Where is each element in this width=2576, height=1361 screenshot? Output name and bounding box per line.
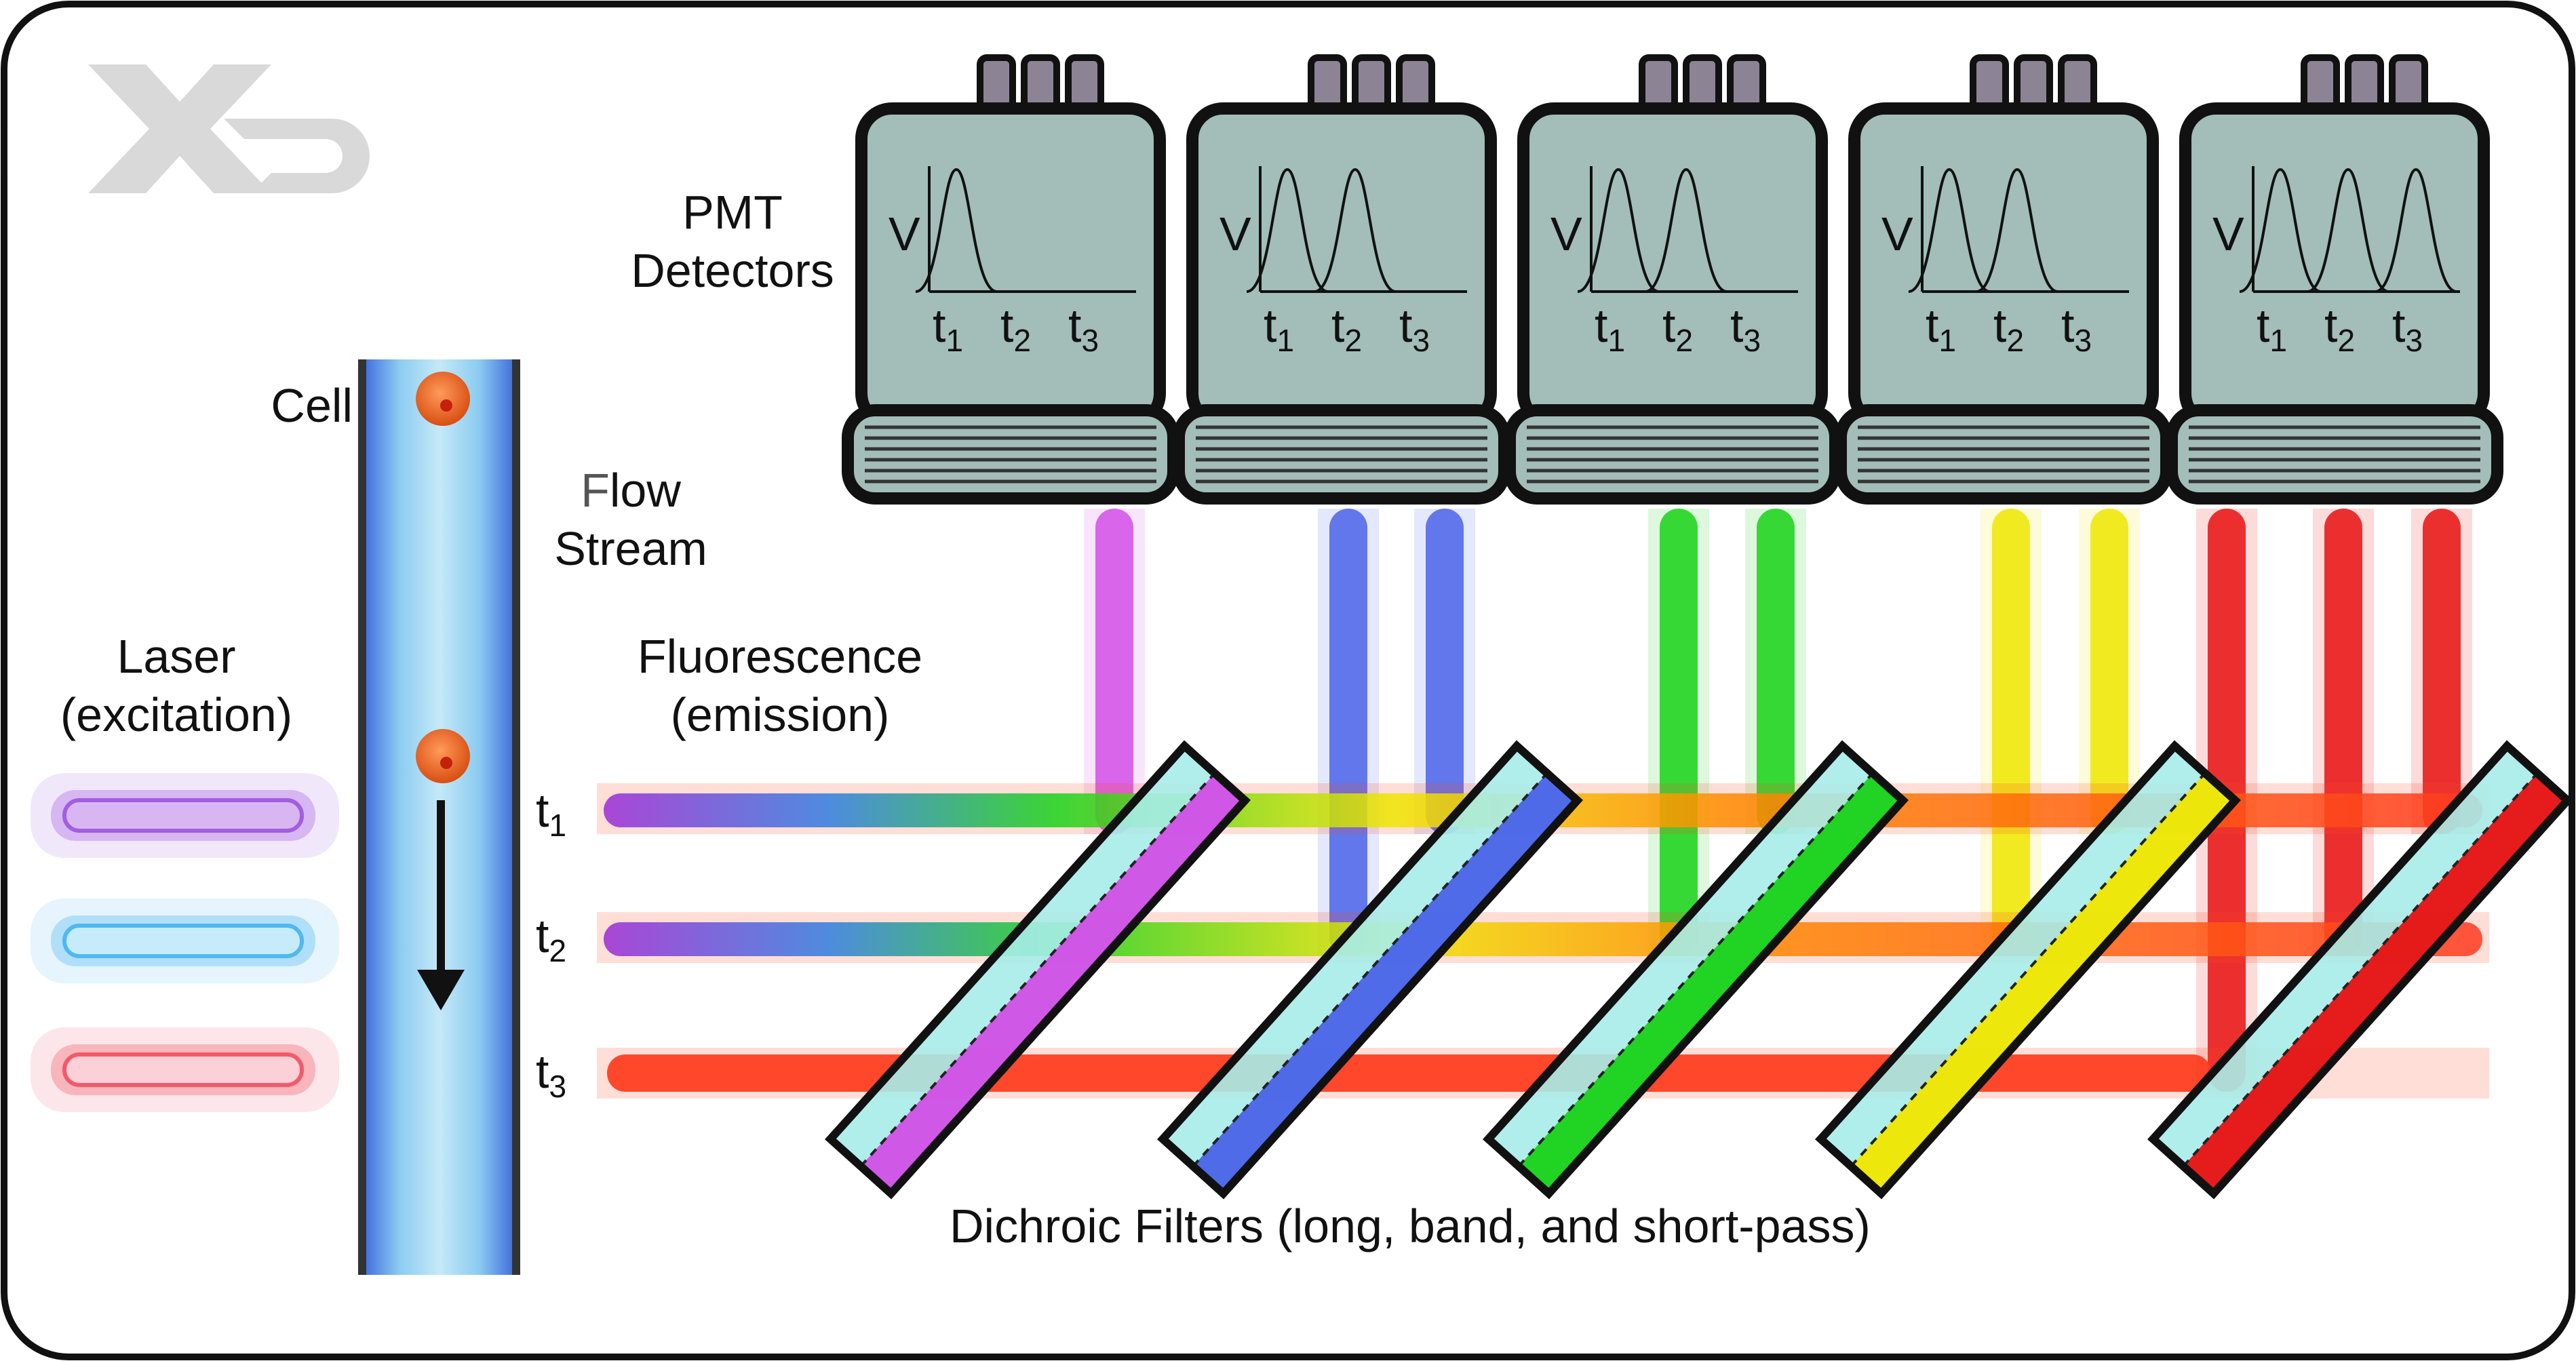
signal-peak-t1 [1908,167,1991,293]
flow-stream-label: Flow Stream [529,461,733,578]
detector-tick-t3: t3 [1068,299,1099,358]
detector-voltage-axis-label: V [1550,208,1582,260]
signal-peak-t1 [2239,167,2322,293]
signal-peak-t2 [1314,167,1397,293]
cell-label: Cell [231,376,353,435]
detector-tick-t3: t3 [1730,299,1761,358]
pmt-detector-4 [1835,54,2172,505]
time-label-t1-base: t [536,784,549,837]
signal-peak-t1 [915,167,998,293]
signal-peak-t2 [2307,167,2389,293]
laser-red [31,1027,339,1112]
time-label-t3: t3 [536,1044,566,1105]
dichroic-filter-4 [1814,740,2242,1200]
pmt-label-line2: Detectors [631,244,834,297]
detector-voltage-axis-label: V [1881,208,1913,260]
detector-body [1186,102,1497,430]
emission-beam-10 [2411,509,2472,834]
time-label-t3-base: t [536,1045,549,1098]
detector-tick-t2: t2 [1000,299,1032,358]
cell-middle [416,729,470,783]
detector-base [1835,404,2172,505]
detector-tick-t2: t2 [1331,299,1363,358]
emission-beam-1 [1084,509,1145,834]
detector-voltage-axis-label: V [2212,208,2244,260]
signal-peak-t3 [2375,167,2457,293]
signal-peak-t2 [1976,167,2058,293]
detector-tick-t3: t3 [2392,299,2423,358]
detector-base [1173,404,1510,505]
cell-top [416,372,470,426]
detector-tick-t1: t1 [933,299,964,358]
detector-tick-t3: t3 [2061,299,2092,358]
dichroic-filter-5 [2147,740,2574,1200]
detector-tick-t2: t2 [2324,299,2356,358]
detector-tick-t1: t1 [1595,299,1626,358]
detector-tick-t3: t3 [1399,299,1430,358]
cell-label-text: Cell [271,379,353,432]
emission-beam-5 [1745,509,1806,834]
laser-label-line1: Laser [117,630,236,683]
detector-tick-t2: t2 [1662,299,1694,358]
flow-stream [358,359,520,1275]
flow-label-first-letter: F [581,464,610,517]
time-label-t2-base: t [536,909,549,962]
time-label-t1-sub: 1 [549,808,567,843]
emission-beam-7 [2079,509,2140,834]
flow-label-line2: Stream [554,522,707,575]
time-label-t3-sub: 3 [549,1069,567,1104]
signal-peak-t1 [1246,167,1329,293]
dichroic-filters [824,740,2574,1200]
pmt-detectors [842,54,2503,505]
signal-peak-t2 [1645,167,1728,293]
laser-blue [31,899,339,983]
detector-voltage-axis-label: V [889,208,920,260]
detector-tick-t1: t1 [1926,299,1957,358]
detector-base [2166,404,2503,505]
detector-base [1504,404,1841,505]
time-label-t2-sub: 2 [549,933,567,968]
emission-beam-9 [2313,509,2374,956]
detector-body [855,102,1166,430]
detector-tick-t1: t1 [1264,299,1295,358]
laser-label: Laser (excitation) [14,627,339,744]
detector-voltage-axis-label: V [1219,208,1251,260]
detector-body [1848,102,2159,430]
flow-label-rest: low [609,464,681,517]
emission-beams-vertical [1084,509,2472,1092]
detector-tick-t2: t2 [1993,299,2025,358]
laser-violet [31,773,339,858]
emission-beam-3 [1414,509,1475,834]
pmt-detectors-label: PMT Detectors [604,183,861,300]
fluorescence-beam-t2 [597,912,2489,963]
flow-label-line1: Flow [529,461,733,519]
detector-tick-t1: t1 [2257,299,2288,358]
fluorescence-label-line2: (emission) [670,688,890,741]
dichroic-filter-2 [1156,740,1584,1200]
emission-beam-4 [1648,509,1709,956]
pmt-detector-1 [842,54,1179,505]
xd-logo [88,64,370,193]
pmt-detector-5 [2166,54,2503,505]
signal-peak-t1 [1577,167,1660,293]
time-label-t1: t1 [536,783,566,844]
fluorescence-label-line1: Fluorescence [637,630,923,683]
pmt-detector-2 [1173,54,1510,505]
dichroic-filter-3 [1482,740,1909,1200]
time-label-t2: t2 [536,909,566,969]
dichroic-filters-label-text: Dichroic Filters (long, band, and short-… [950,1200,1871,1252]
dichroic-filters-label: Dichroic Filters (long, band, and short-… [950,1197,1871,1255]
detector-base [842,404,1179,505]
fluorescence-label: Fluorescence (emission) [597,627,963,744]
emission-beam-2 [1318,509,1379,956]
emission-beam-6 [1980,509,2042,956]
detector-body [1517,102,1828,430]
laser-label-line2: (excitation) [60,688,293,741]
pmt-detector-3 [1504,54,1841,505]
flow-direction-arrow [417,800,465,1010]
pmt-label-line1: PMT [682,186,783,239]
dichroic-filter-1 [824,740,1251,1200]
